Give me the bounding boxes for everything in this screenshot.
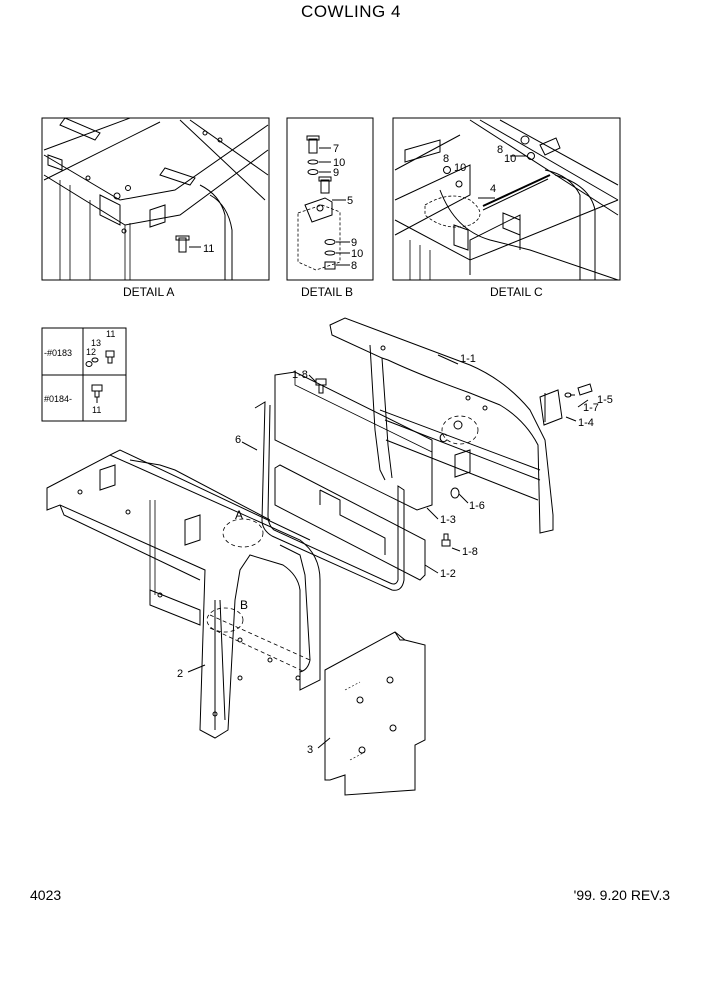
serial-label-12: 12 <box>86 347 96 357</box>
main-assembly: 1-1 1-5 1-7 1-4 1-6 1-8 1-8 1-3 1-2 6 A … <box>46 317 613 796</box>
label-6: 6 <box>235 434 241 446</box>
label-1-1: 1-1 <box>460 353 476 365</box>
serial-label-11-top: 11 <box>106 329 115 339</box>
detail-b-caption: DETAIL B <box>301 285 354 299</box>
detail-c-caption: DETAIL C <box>490 285 543 299</box>
label-1-4: 1-4 <box>578 417 594 429</box>
label-1-7: 1-7 <box>583 402 599 414</box>
detail-a-caption: DETAIL A <box>123 285 175 299</box>
label-1-6: 1-6 <box>469 500 485 512</box>
detail-c: 8 10 8 10 4 <box>392 117 621 281</box>
label-1-5: 1-5 <box>597 394 613 406</box>
revision-date: '99. 9.20 REV.3 <box>573 887 670 903</box>
detail-b-label-10-top: 10 <box>333 157 345 169</box>
label-3: 3 <box>307 744 313 756</box>
detail-b: 7 10 9 5 9 10 8 <box>286 117 374 281</box>
detail-b-label-8: 8 <box>351 260 357 272</box>
detail-c-label-8-left: 8 <box>443 153 449 165</box>
page-number: 4023 <box>30 887 62 903</box>
label-1-8-top: 1-8 <box>292 369 308 381</box>
serial-range-1: -#0183 <box>44 348 72 358</box>
detail-b-label-7: 7 <box>333 143 339 155</box>
serial-label-11-bottom: 11 <box>92 405 101 415</box>
label-2: 2 <box>177 668 183 680</box>
serial-table: -#0183 #0184- 12 13 11 11 <box>41 327 127 422</box>
page-title: COWLING 4 <box>301 2 401 21</box>
detail-b-label-9-bottom: 9 <box>351 237 357 249</box>
label-1-3: 1-3 <box>440 514 456 526</box>
detail-c-label-8-right: 8 <box>497 144 503 156</box>
label-1-8-bottom: 1-8 <box>462 546 478 558</box>
detail-c-label-10-right: 10 <box>504 153 516 165</box>
label-detail-a: A <box>235 508 243 522</box>
detail-c-label-10-left: 10 <box>454 162 466 174</box>
detail-b-label-5: 5 <box>347 195 353 207</box>
detail-a-label-11: 11 <box>203 243 214 255</box>
label-detail-b: B <box>240 598 248 612</box>
detail-a: 11 <box>41 117 270 281</box>
label-1-2: 1-2 <box>440 568 456 580</box>
detail-b-label-9-top: 9 <box>333 167 339 179</box>
detail-c-label-4: 4 <box>490 183 496 195</box>
serial-label-13: 13 <box>91 338 101 348</box>
serial-range-2: #0184- <box>44 394 72 404</box>
detail-b-label-10-bottom: 10 <box>351 248 363 260</box>
label-detail-c: C <box>439 431 448 445</box>
